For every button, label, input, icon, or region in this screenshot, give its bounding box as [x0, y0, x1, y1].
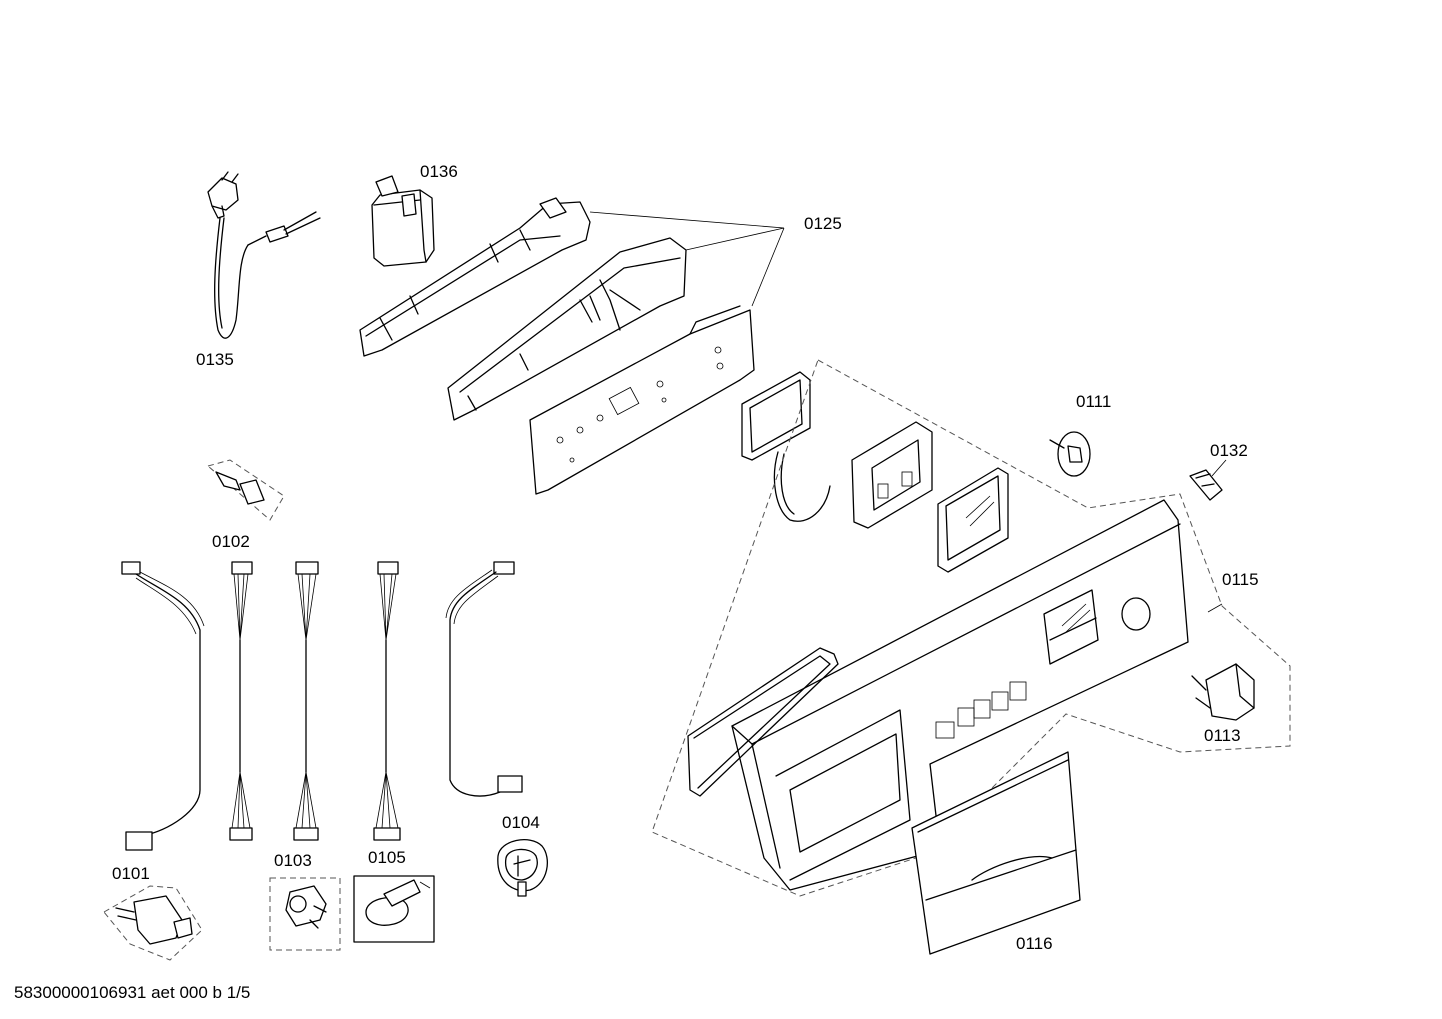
document-id: 58300000106931 aet 000 b 1/5 — [14, 983, 250, 1002]
label-0103: 0103 — [274, 851, 312, 870]
part-0113-program-knob[interactable] — [1191, 663, 1255, 721]
assembly-boundary — [651, 359, 1291, 897]
part-0105-module[interactable] — [353, 875, 435, 943]
part-0115-control-panel[interactable] — [731, 499, 1189, 891]
wiring-harness-4[interactable] — [373, 561, 401, 841]
wiring-harness-1[interactable] — [121, 561, 205, 851]
part-0132-bracket[interactable] — [1189, 469, 1223, 501]
part-display-module[interactable] — [741, 371, 1009, 573]
label-0101: 0101 — [112, 864, 150, 883]
part-0125-upper-rail[interactable] — [359, 197, 591, 357]
label-0102: 0102 — [212, 532, 250, 551]
wiring-harness-2[interactable] — [229, 561, 253, 841]
label-0115: 0115 — [1222, 570, 1259, 589]
label-0116: 0116 — [1016, 934, 1053, 953]
part-0101-door-lock[interactable] — [103, 885, 203, 961]
wiring-harness-5[interactable] — [445, 561, 523, 797]
label-0136: 0136 — [420, 162, 458, 181]
part-gasket[interactable] — [687, 647, 839, 797]
wiring-harness-3[interactable] — [293, 561, 319, 841]
part-0136-filter[interactable] — [371, 175, 435, 267]
part-0125-circuit-board[interactable] — [529, 305, 755, 495]
label-0111: 0111 — [1076, 392, 1111, 411]
part-0111-knob-axis[interactable] — [1049, 431, 1091, 477]
label-0132: 0132 — [1210, 441, 1248, 460]
part-0103-module[interactable] — [269, 877, 341, 951]
part-0104-pressure-switch[interactable] — [497, 839, 548, 897]
part-0125-middle-rail[interactable] — [447, 237, 687, 421]
part-0135-power-cord[interactable] — [207, 171, 321, 339]
label-0135: 0135 — [196, 350, 234, 369]
label-0125: 0125 — [804, 214, 842, 233]
part-0102-sensor[interactable] — [206, 459, 285, 521]
label-0113: 0113 — [1204, 726, 1241, 745]
label-0104: 0104 — [502, 813, 540, 832]
label-0105: 0105 — [368, 848, 406, 867]
part-0116-drawer-front[interactable] — [911, 751, 1081, 955]
